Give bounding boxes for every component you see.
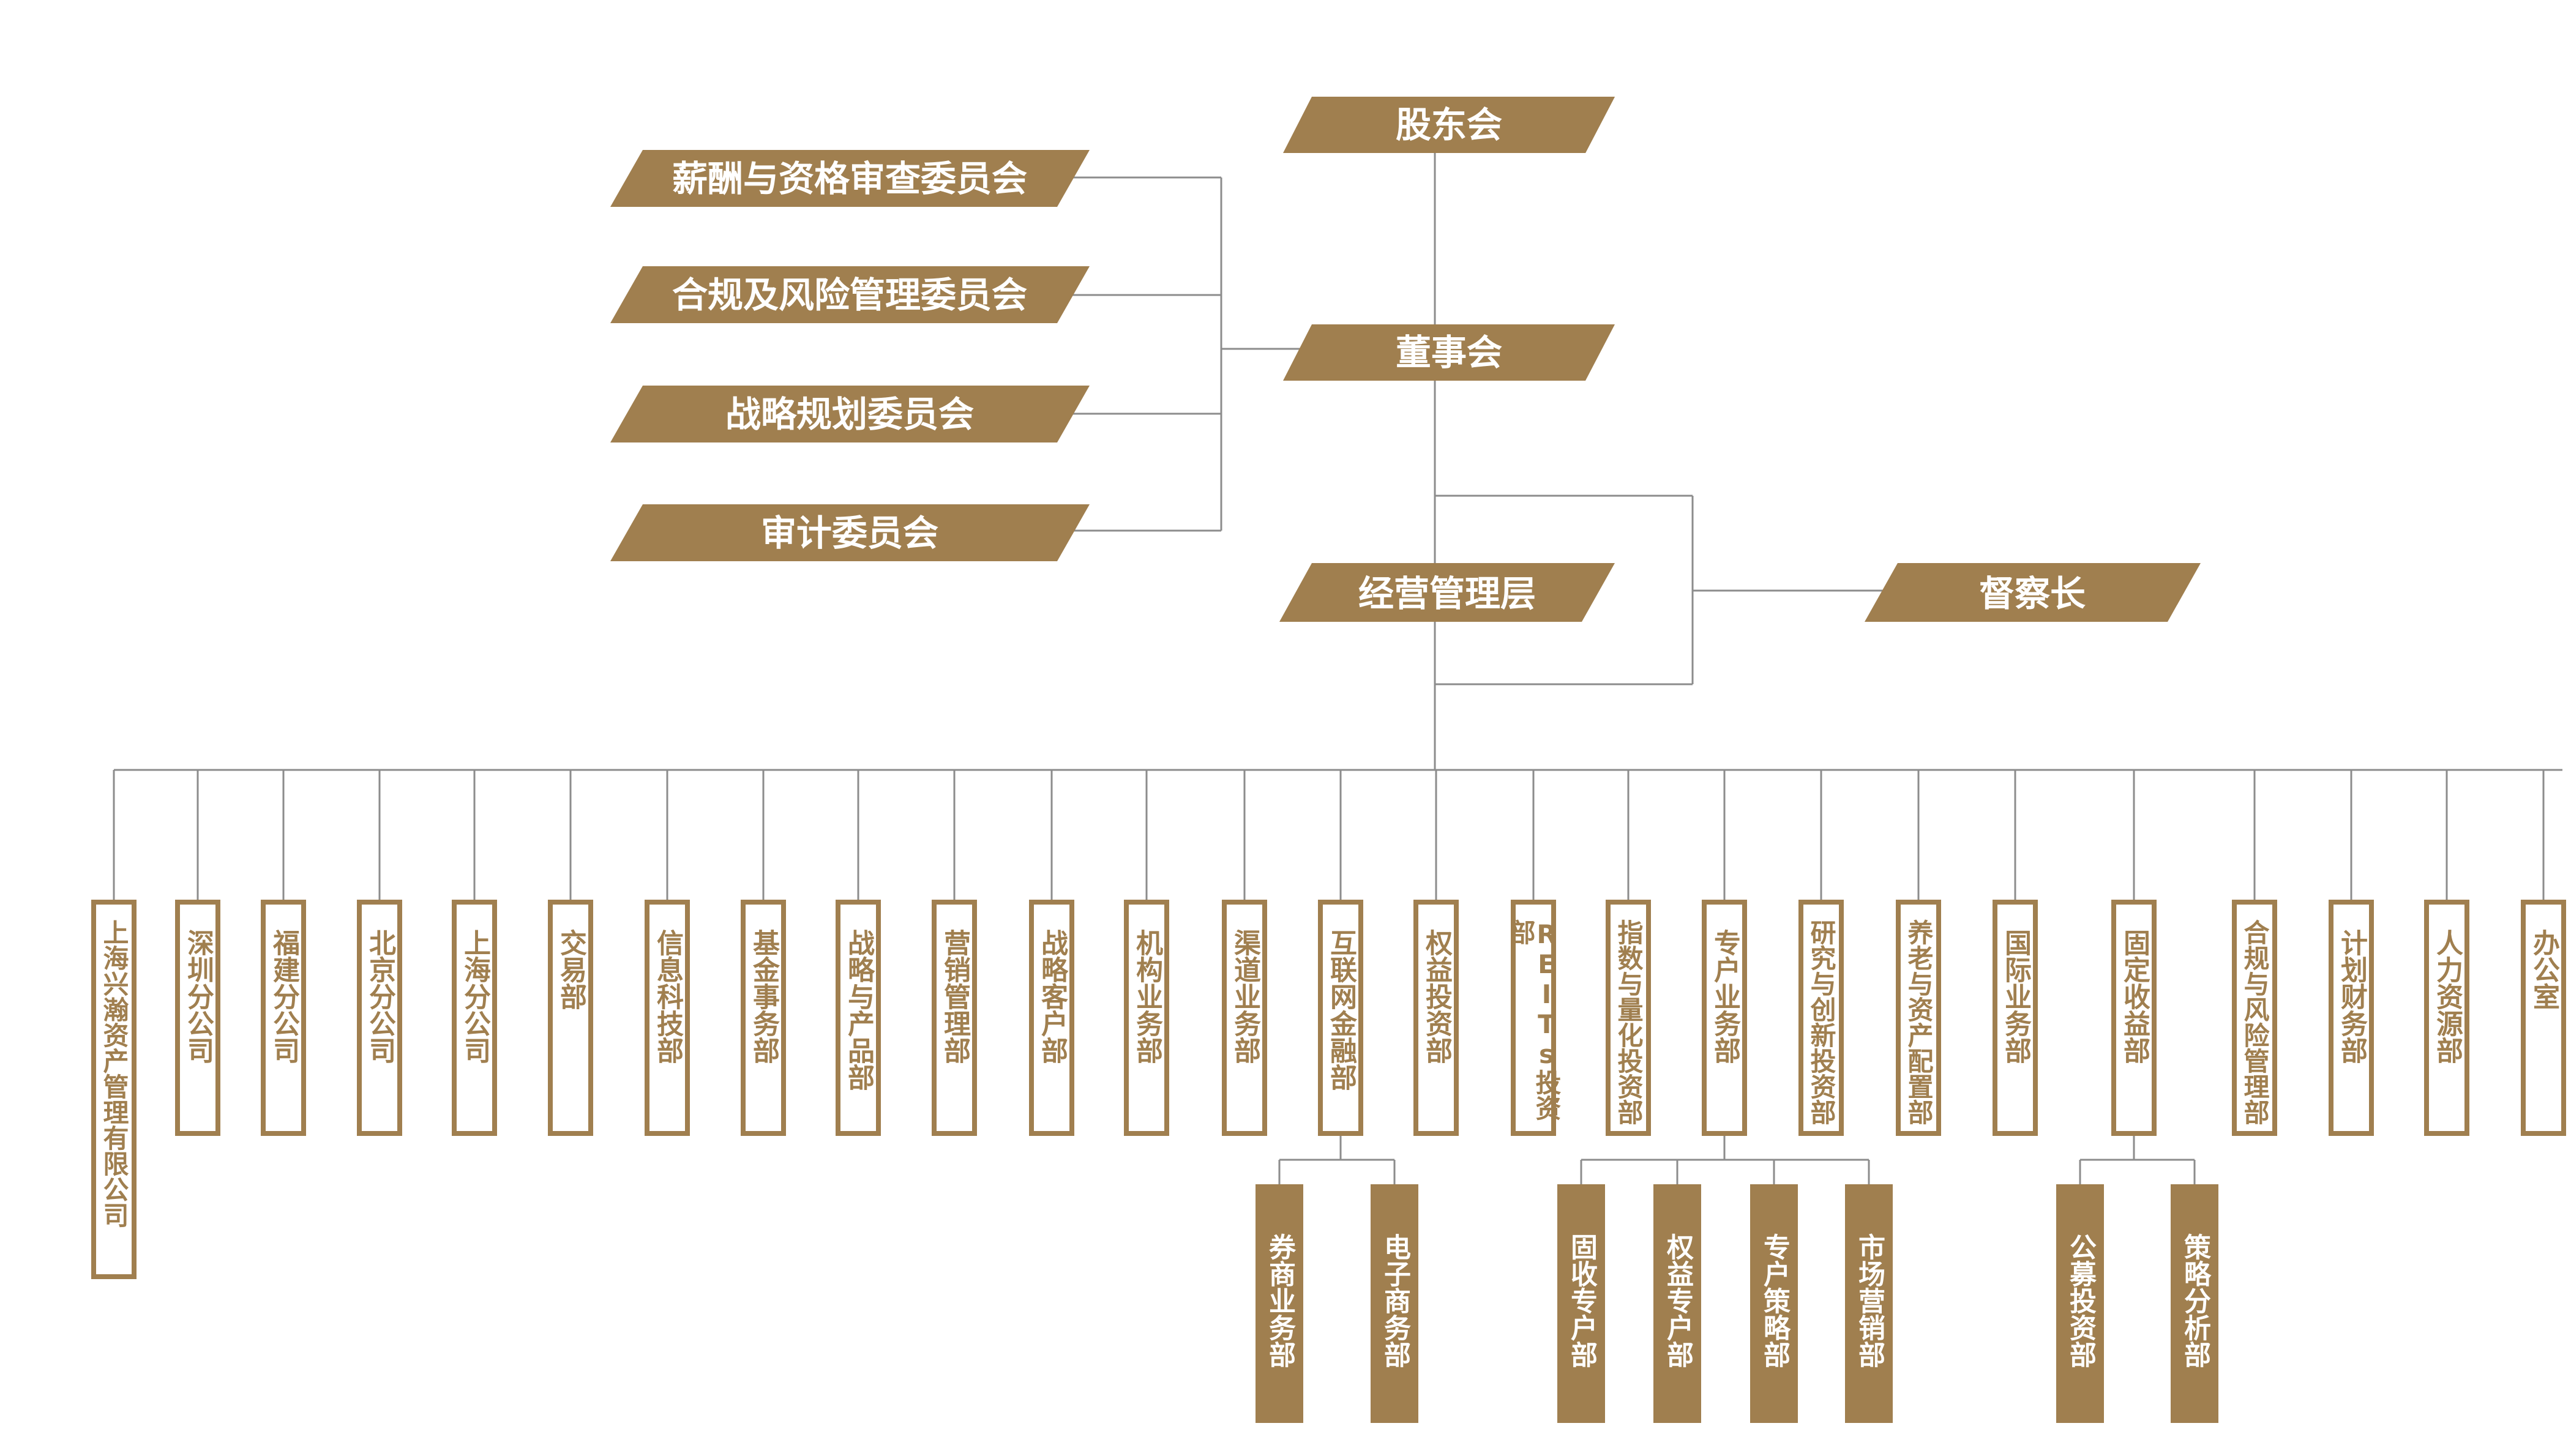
department-label: 福建分公司 (268, 929, 299, 1064)
sub-department-box: 公募投资部 (2056, 1184, 2104, 1423)
department-box: 指数与量化投资部 (1606, 900, 1651, 1136)
management-node: 经营管理层 (1279, 563, 1615, 622)
department-box: 养老与资产配置部 (1896, 900, 1941, 1136)
shareholders-label: 股东会 (1396, 104, 1502, 146)
department-box: 固定收益部 (2111, 900, 2157, 1136)
sub-department-label: 市场营销部 (1854, 1233, 1885, 1368)
department-label: 交易部 (555, 929, 586, 1010)
department-label: 基金事务部 (748, 929, 779, 1064)
department-label: 战略与产品部 (843, 929, 874, 1091)
board-node: 董事会 (1283, 324, 1615, 381)
department-label: 上海分公司 (459, 929, 490, 1064)
department-box: 上海分公司 (452, 900, 497, 1136)
department-box: REITs投资部 (1506, 900, 1562, 1136)
committee-node: 战略规划委员会 (610, 386, 1090, 442)
committee-label: 战略规划委员会 (725, 394, 974, 435)
department-label: 办公室 (2528, 929, 2559, 1010)
department-box: 研究与创新投资部 (1798, 900, 1844, 1136)
sub-department-label: 公募投资部 (2065, 1233, 2096, 1368)
department-box: 渠道业务部 (1222, 900, 1267, 1136)
department-label: 专户业务部 (1709, 929, 1740, 1064)
management-label: 经营管理层 (1358, 573, 1536, 614)
sub-department-label: 策略分析部 (2179, 1233, 2210, 1368)
department-label: 互联网金融部 (1325, 929, 1357, 1091)
department-box: 权益投资部 (1413, 900, 1459, 1136)
department-label: 营销管理部 (939, 929, 970, 1064)
department-box: 计划财务部 (2329, 900, 2374, 1136)
department-box: 人力资源部 (2424, 900, 2469, 1136)
sub-department-box: 策略分析部 (2171, 1184, 2218, 1423)
department-box: 战略客户部 (1029, 900, 1074, 1136)
sub-department-label: 固收专户部 (1566, 1233, 1597, 1368)
department-box: 营销管理部 (932, 900, 977, 1136)
sub-department-box: 市场营销部 (1845, 1184, 1893, 1423)
shareholders-node: 股东会 (1283, 97, 1615, 153)
department-box: 基金事务部 (741, 900, 786, 1136)
department-label: 机构业务部 (1131, 929, 1162, 1064)
department-label: 北京分公司 (364, 929, 395, 1064)
sub-department-box: 券商业务部 (1256, 1184, 1303, 1423)
department-label: 人力资源部 (2431, 929, 2463, 1064)
department-box: 福建分公司 (261, 900, 306, 1136)
supervisor-node: 督察长 (1865, 563, 2201, 622)
connector-lines (113, 153, 2562, 1184)
sub-department-box: 专户策略部 (1750, 1184, 1798, 1423)
sub-department-box: 电子商务部 (1371, 1184, 1418, 1423)
department-label: 计划财务部 (2336, 929, 2367, 1064)
department-label: 战略客户部 (1036, 929, 1068, 1064)
department-label: 深圳分公司 (182, 929, 214, 1064)
sub-department-label: 权益专户部 (1662, 1233, 1693, 1368)
committee-node: 薪酬与资格审查委员会 (610, 150, 1090, 207)
department-label: 国际业务部 (2000, 929, 2031, 1064)
committee-node: 合规及风险管理委员会 (610, 266, 1090, 323)
department-box: 办公室 (2521, 900, 2566, 1136)
department-box: 机构业务部 (1124, 900, 1169, 1136)
department-box: 上海兴瀚资产管理有限公司 (91, 900, 137, 1279)
department-label: 研究与创新投资部 (1806, 919, 1836, 1125)
department-box: 专户业务部 (1702, 900, 1747, 1136)
department-label: 渠道业务部 (1229, 929, 1260, 1064)
department-box: 北京分公司 (357, 900, 402, 1136)
department-box: 国际业务部 (1993, 900, 2038, 1136)
department-label: 指数与量化投资部 (1614, 919, 1644, 1125)
committee-node: 审计委员会 (610, 504, 1090, 561)
department-label: 信息科技部 (652, 929, 683, 1064)
department-box: 合规与风险管理部 (2232, 900, 2277, 1136)
sub-department-label: 券商业务部 (1264, 1233, 1295, 1368)
sub-department-label: 电子商务部 (1379, 1233, 1410, 1368)
department-box: 深圳分公司 (175, 900, 220, 1136)
sub-department-label: 专户策略部 (1759, 1233, 1790, 1368)
department-label: REITs投资部 (1506, 919, 1562, 1121)
department-box: 互联网金融部 (1318, 900, 1363, 1136)
department-box: 战略与产品部 (836, 900, 881, 1136)
department-label: 合规与风险管理部 (2240, 919, 2270, 1125)
department-label: 上海兴瀚资产管理有限公司 (99, 919, 129, 1228)
sub-department-box: 权益专户部 (1653, 1184, 1701, 1423)
department-box: 交易部 (548, 900, 593, 1136)
department-label: 养老与资产配置部 (1904, 919, 1934, 1125)
sub-department-box: 固收专户部 (1557, 1184, 1605, 1423)
department-label: 权益投资部 (1421, 929, 1452, 1064)
committee-label: 合规及风险管理委员会 (672, 274, 1027, 316)
department-label: 固定收益部 (2119, 929, 2150, 1064)
supervisor-label: 督察长 (1979, 573, 2086, 614)
board-label: 董事会 (1396, 332, 1502, 373)
committee-label: 审计委员会 (761, 512, 938, 554)
committee-label: 薪酬与资格审查委员会 (672, 158, 1027, 200)
department-box: 信息科技部 (645, 900, 690, 1136)
